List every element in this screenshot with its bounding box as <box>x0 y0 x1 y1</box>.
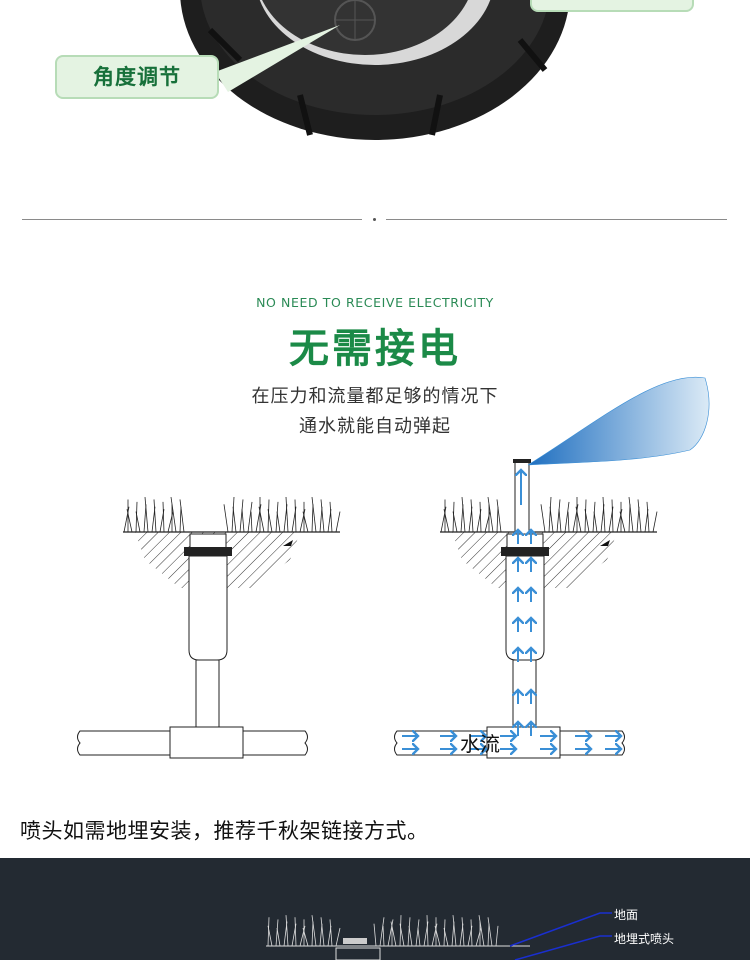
feature-title: 无需接电 <box>289 326 461 372</box>
popup-diagram <box>77 376 710 759</box>
buried-sprinkler-diagram <box>266 912 612 961</box>
sprinkler-retracted-diagram <box>77 496 341 759</box>
divider-right <box>386 219 727 220</box>
water-flow-arrows <box>402 470 621 749</box>
label-buried-sprinkler: 地埋式喷头 <box>614 932 675 946</box>
install-note: 喷头如需地埋安装，推荐千秋架链接方式。 <box>20 819 429 843</box>
water-spray <box>527 376 710 466</box>
divider-dot <box>373 218 376 221</box>
feature-description-line-1: 在压力和流量都足够的情况下 <box>251 386 499 407</box>
install-diagram-panel: 地面 地埋式喷头 <box>0 858 750 961</box>
label-ground: 地面 <box>614 908 639 922</box>
callout-box-cropped <box>530 0 694 12</box>
sprinkler-popped-diagram <box>394 459 658 759</box>
feature-subtitle: NO NEED TO RECEIVE ELECTRICITY <box>256 295 494 310</box>
sprinkler-head-image <box>180 0 570 140</box>
divider-left <box>22 219 362 220</box>
feature-description-line-2: 通水就能自动弹起 <box>299 416 451 437</box>
water-flow-label: 水流 <box>460 732 500 756</box>
angle-adjust-callout: 角度调节 <box>55 55 219 99</box>
